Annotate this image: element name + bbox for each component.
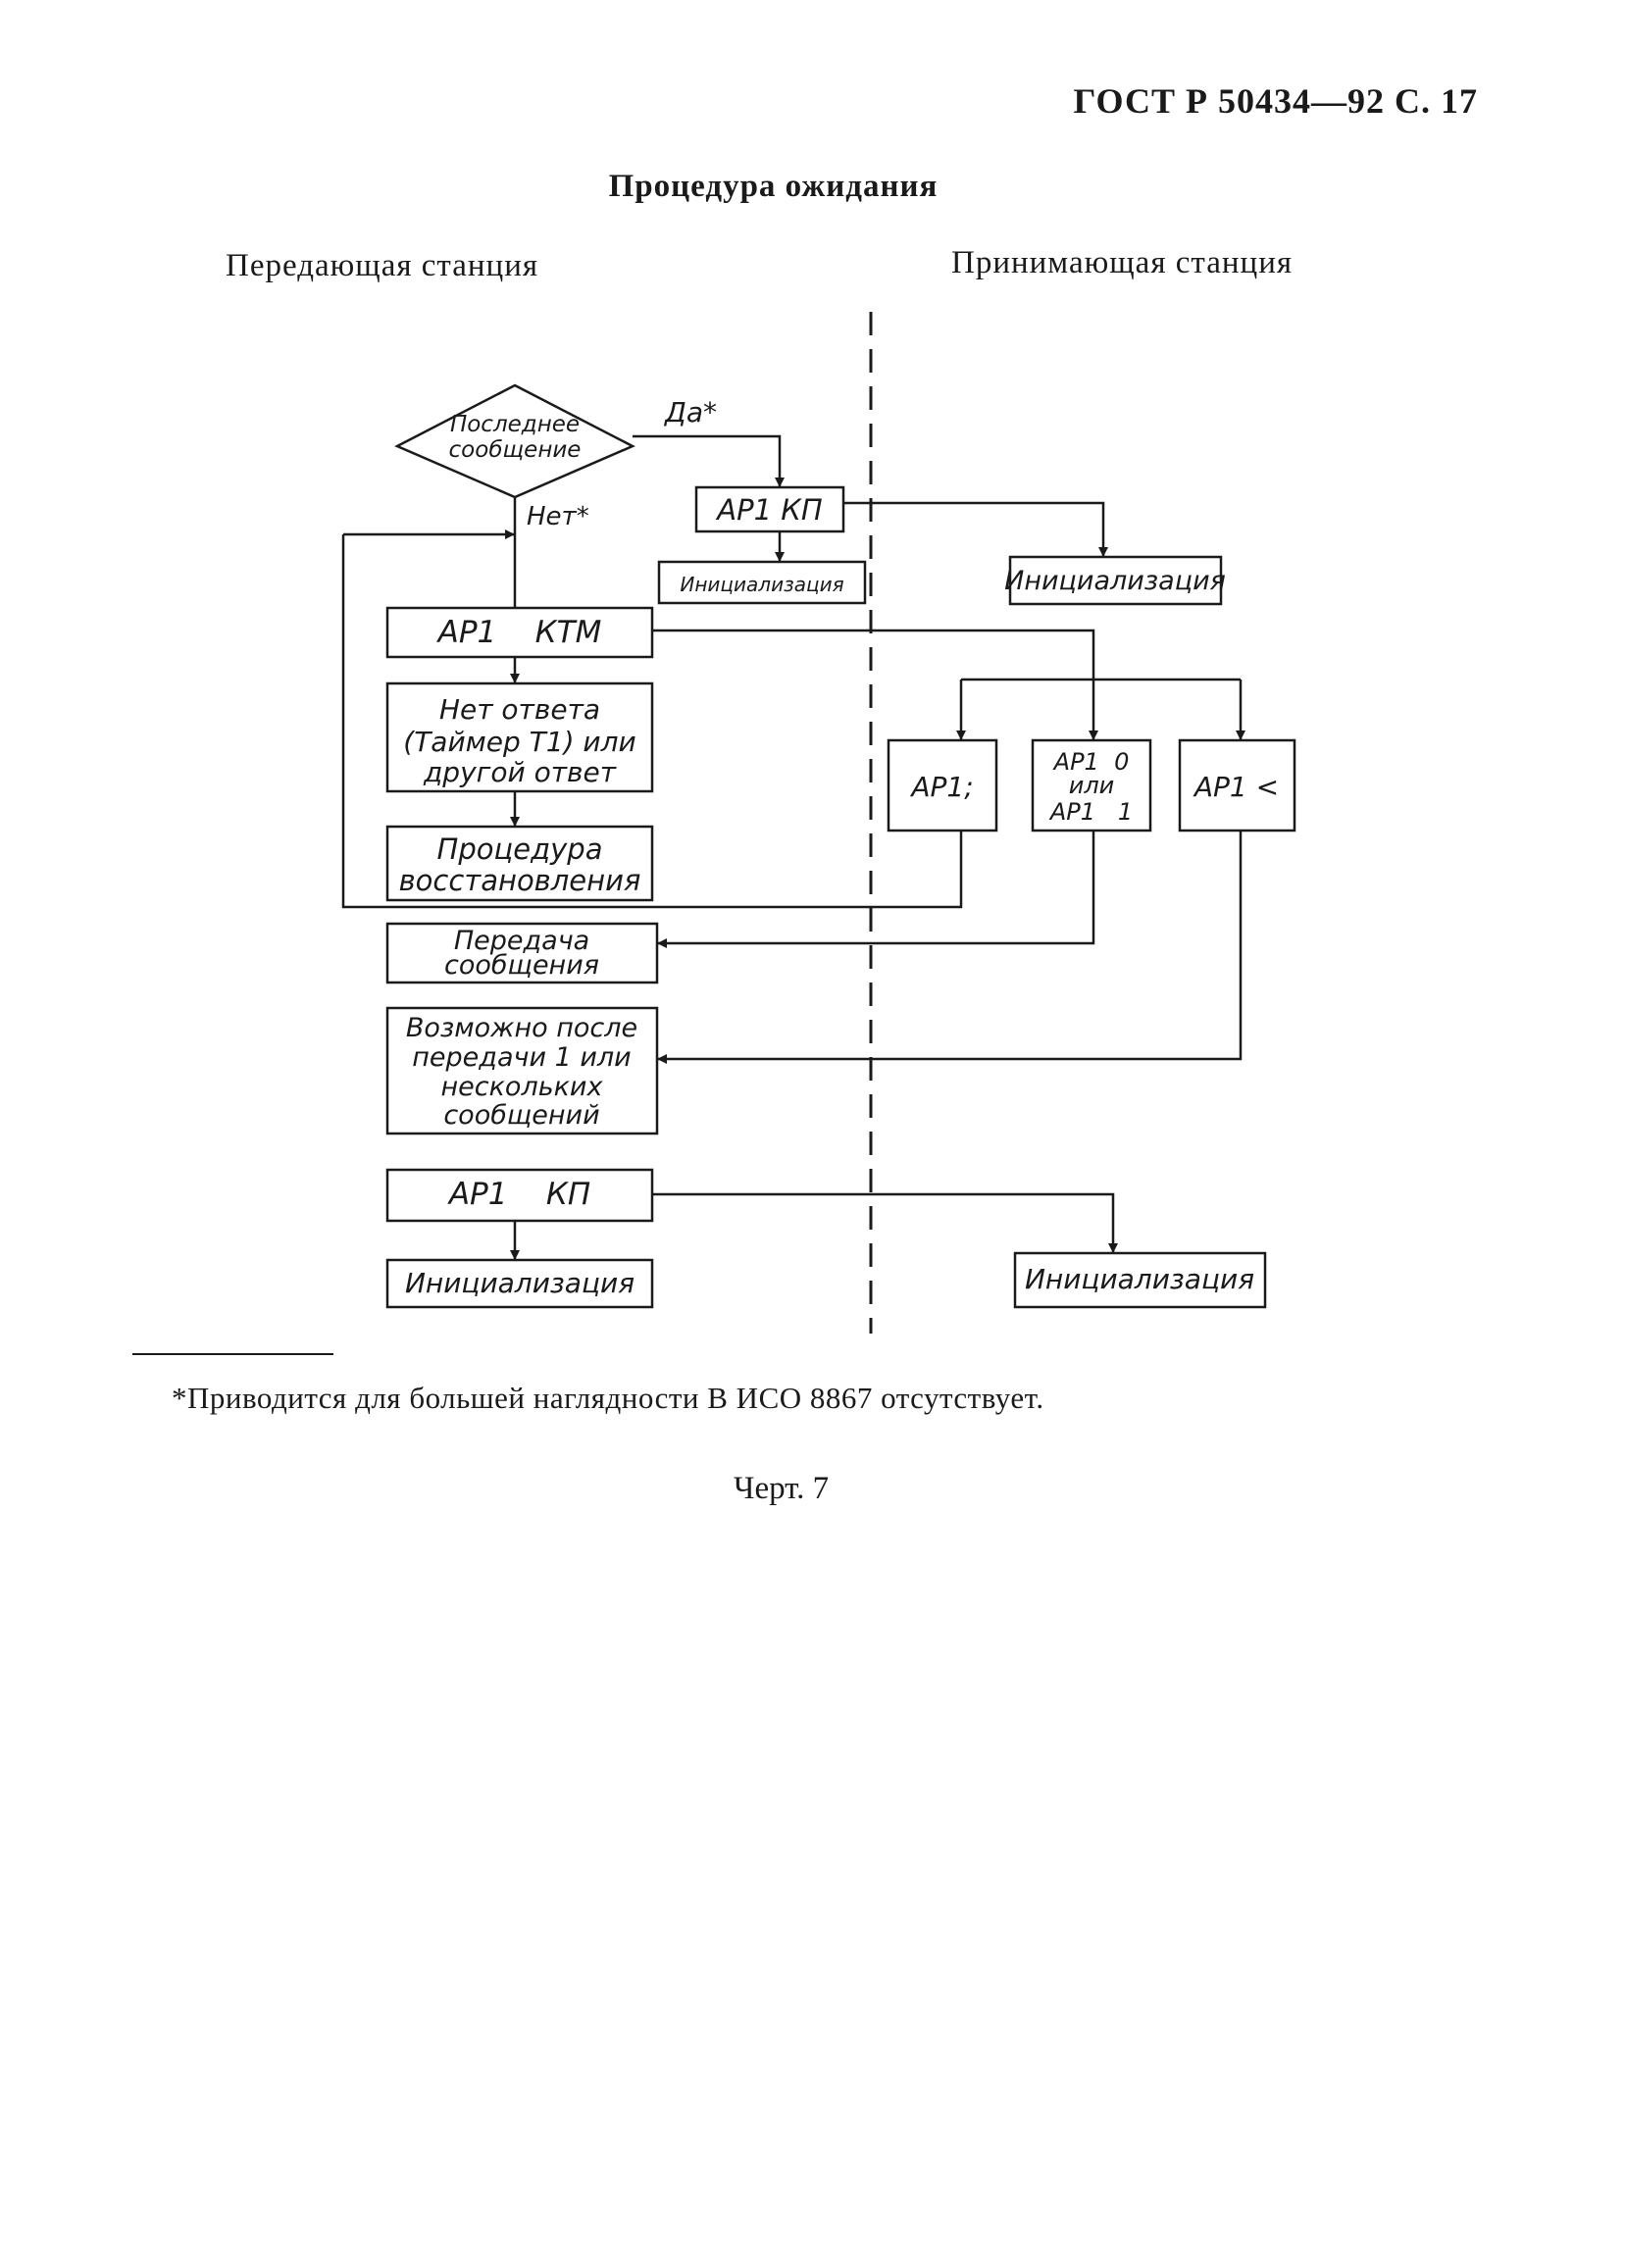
ap1-semicolon-box bbox=[887, 738, 998, 832]
transmit-text-1: Передача bbox=[454, 926, 589, 956]
no-label: Нет* bbox=[527, 502, 589, 531]
kp-top-to-receiver-arrow bbox=[843, 501, 1108, 557]
ap1-kp-bottom-label: АР1 КП bbox=[447, 1177, 590, 1212]
yes-arrow bbox=[633, 434, 785, 487]
footnote-rule bbox=[132, 1353, 333, 1355]
receiving-station-label: Принимающая станция bbox=[951, 245, 1294, 280]
possible-text-1: Возможно после bbox=[406, 1013, 637, 1043]
no-answer-text-3: другой ответ bbox=[423, 756, 617, 788]
ktm-to-receiver-line bbox=[652, 629, 1095, 680]
ap1-less-box bbox=[1178, 738, 1296, 832]
ap1-semicolon-label: АР1; bbox=[909, 771, 973, 803]
possible-text-4: сообщений bbox=[443, 1100, 599, 1131]
init-left-top-box bbox=[657, 560, 867, 605]
yes-label: Да* bbox=[663, 396, 717, 428]
possible-text-2: передачи 1 или bbox=[412, 1042, 631, 1073]
transmit-box bbox=[385, 922, 659, 984]
possible-after-box bbox=[385, 1006, 659, 1135]
recovery-text-1: Процедура bbox=[437, 832, 603, 866]
flowchart: Последнее сообщение Да* Нет* АР1 КП Иниц… bbox=[341, 312, 1296, 1334]
no-answer-text-1: Нет ответа bbox=[439, 693, 600, 726]
recovery-box bbox=[385, 825, 654, 902]
ap1-0-1-text-1: АР1 0 bbox=[1052, 748, 1130, 776]
ap1-kp-top-box bbox=[694, 485, 845, 533]
possible-text-3: нескольких bbox=[441, 1072, 604, 1102]
sending-station-label: Передающая станция bbox=[226, 248, 539, 283]
loop-back-line bbox=[341, 534, 963, 909]
init-left-top-label: Инициализация bbox=[680, 573, 843, 596]
kp-bottom-to-receiver-arrow bbox=[652, 1192, 1118, 1253]
no-answer-text-2: (Таймер Т1) или bbox=[403, 726, 635, 758]
no-answer-box bbox=[385, 681, 654, 793]
ap1-less-label: АР1 < bbox=[1193, 771, 1279, 803]
ap1-less-to-possible-arrow bbox=[657, 831, 1243, 1064]
recovery-text-2: восстановления bbox=[399, 864, 641, 897]
decision-text-2: сообщение bbox=[449, 437, 582, 463]
init-left-bottom-label: Инициализация bbox=[405, 1267, 635, 1299]
decision-text-1: Последнее bbox=[450, 412, 580, 437]
figure-title: Процедура ожидания bbox=[608, 169, 939, 204]
init-right-bottom-box bbox=[1013, 1251, 1267, 1309]
ap1-ktm-label: АР1 КТМ bbox=[436, 615, 602, 650]
ap1-0-1-to-transmit-arrow bbox=[657, 831, 1095, 948]
figure-caption: Черт. 7 bbox=[734, 1471, 830, 1506]
init-right-top-box bbox=[1008, 555, 1223, 606]
init-right-bottom-label: Инициализация bbox=[1025, 1263, 1254, 1295]
transmit-text-2: сообщения bbox=[444, 950, 599, 981]
ap1-0-1-text-3: АР1 1 bbox=[1048, 798, 1133, 826]
ap1-0-or-1-box bbox=[1031, 738, 1152, 832]
page-header: ГОСТ Р 50434—92 С. 17 bbox=[1073, 81, 1478, 121]
init-left-bottom-box bbox=[385, 1258, 654, 1309]
ap1-ktm-box bbox=[385, 606, 654, 659]
ap1-kp-top-label: АР1 КП bbox=[715, 493, 823, 527]
init-right-top-label: Инициализация bbox=[1004, 566, 1226, 596]
ap1-0-1-text-2: или bbox=[1069, 772, 1115, 799]
footnote: *Приводится для большей наглядности В ИС… bbox=[172, 1381, 1044, 1415]
